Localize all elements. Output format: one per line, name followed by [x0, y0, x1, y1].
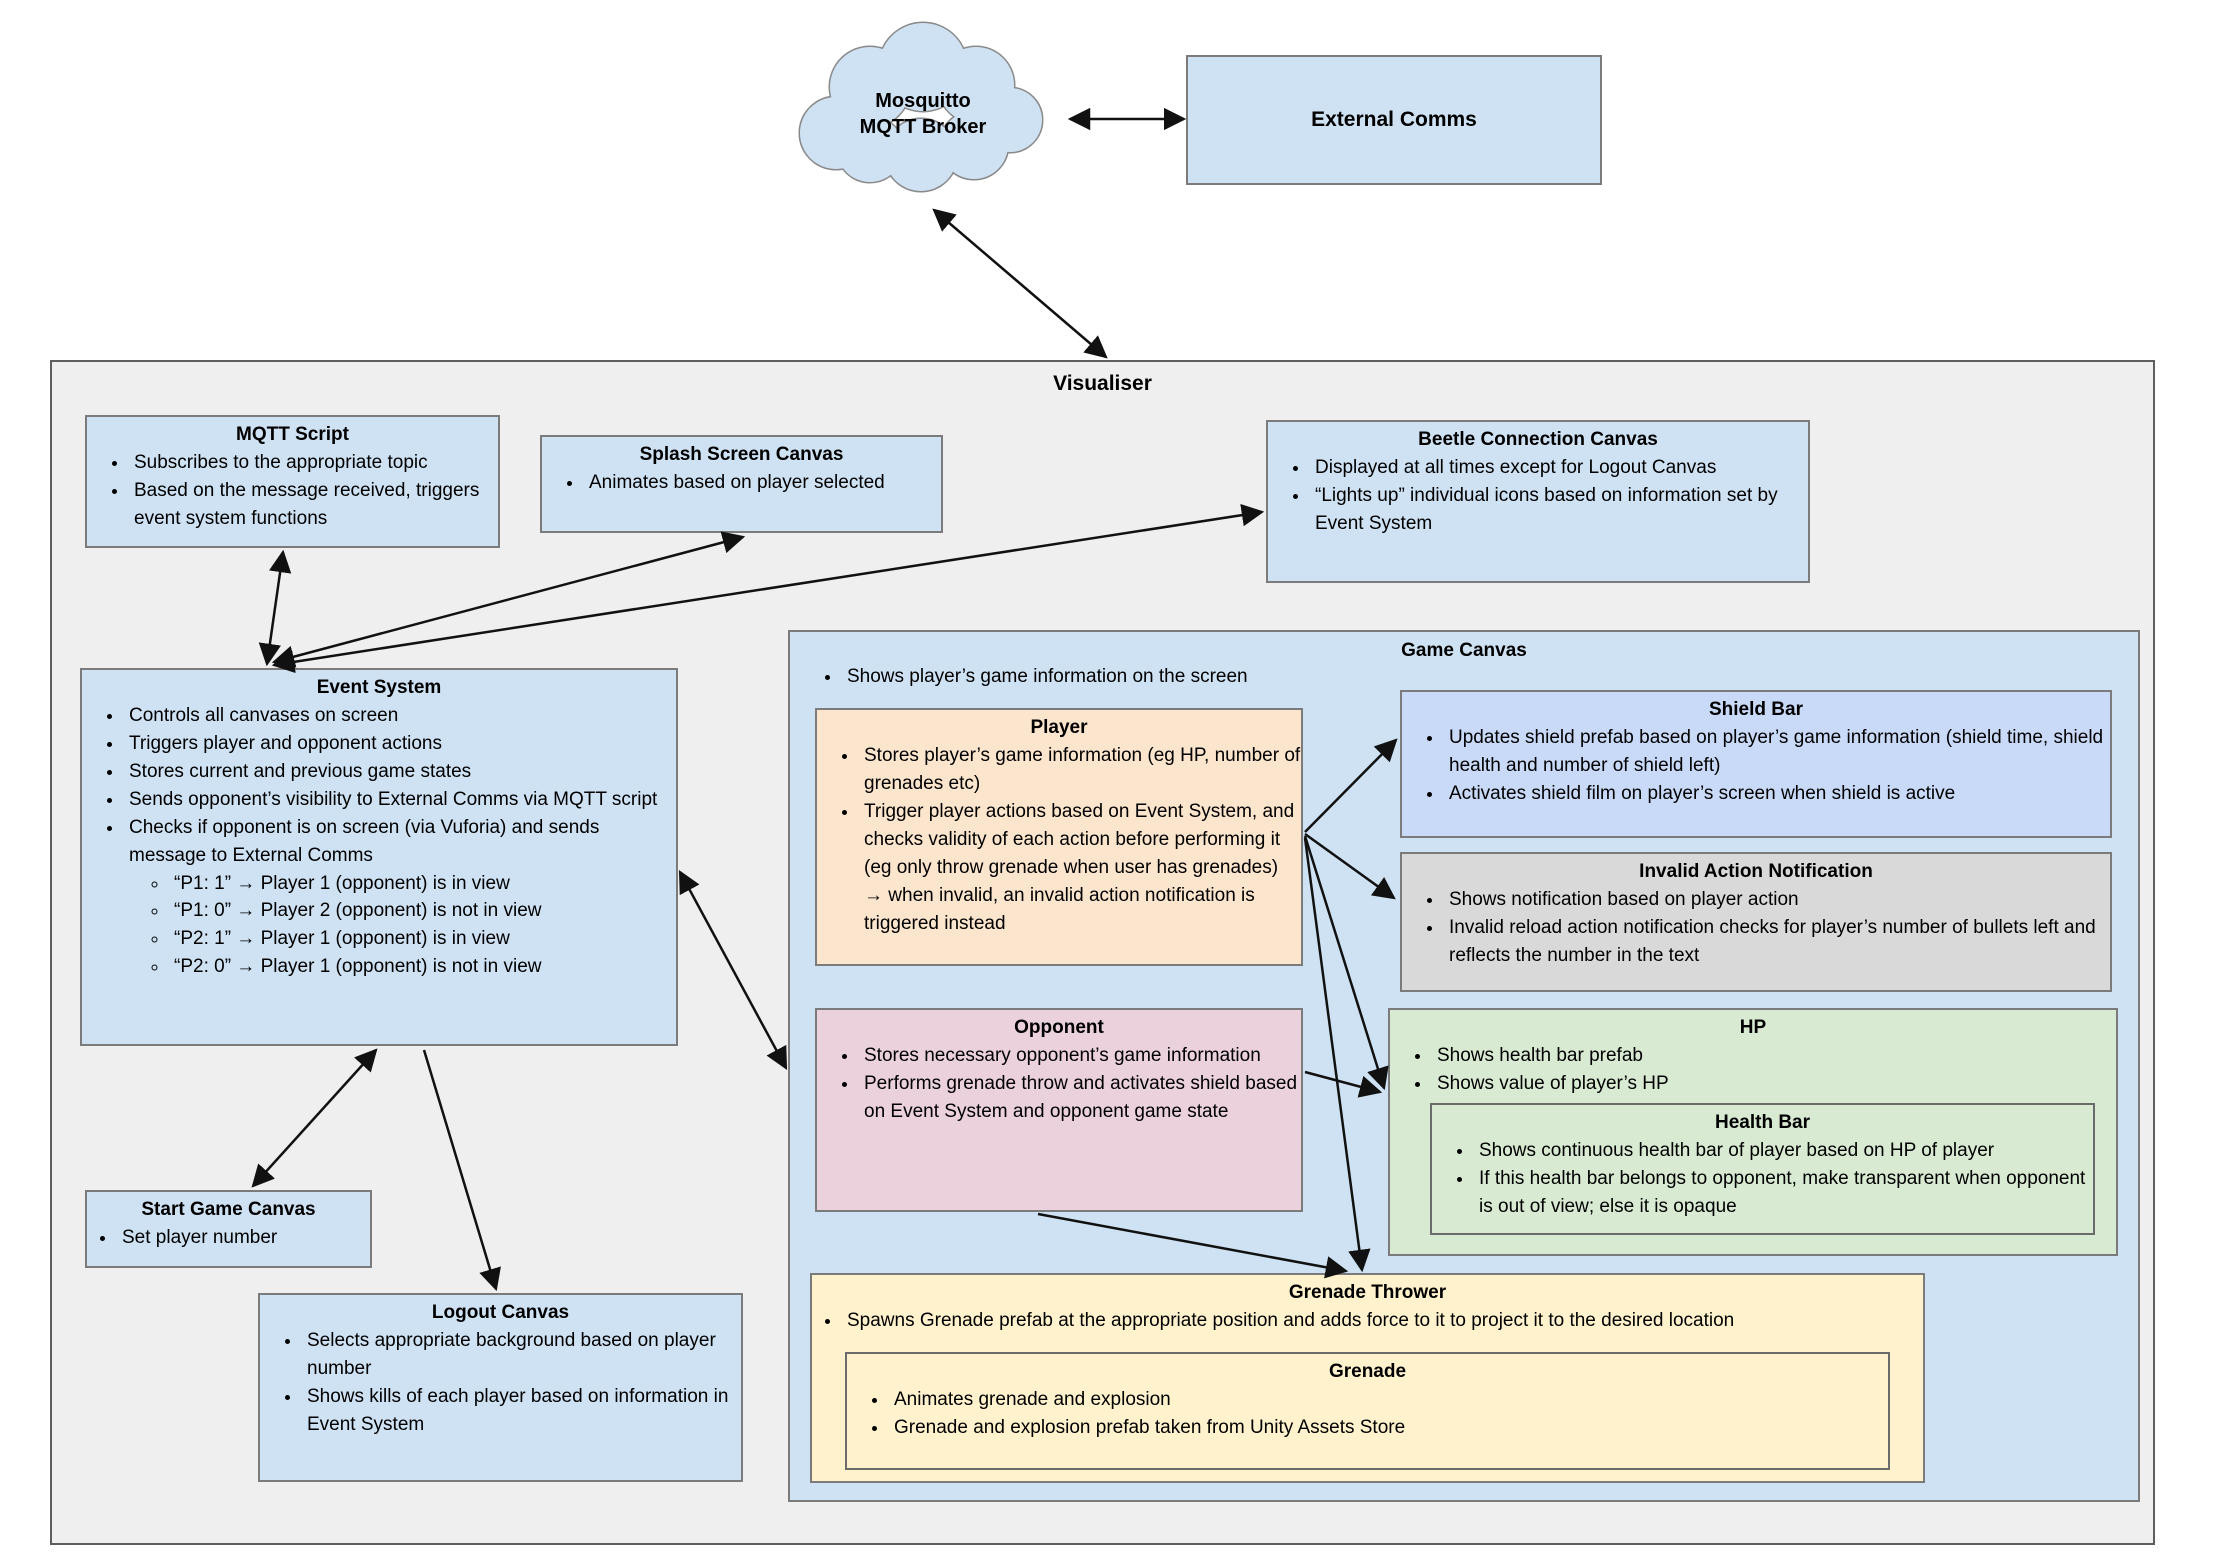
- mqtt-broker-label-line1: Mosquitto: [875, 90, 971, 112]
- logout-canvas-box: Logout Canvas Selects appropriate backgr…: [258, 1293, 743, 1482]
- bullet-item: Checks if opponent is on screen (via Vuf…: [124, 814, 676, 982]
- bullet-item: “Lights up” individual icons based on in…: [1310, 482, 1808, 538]
- grenade-thrower-title: Grenade Thrower: [1288, 1282, 1447, 1303]
- bullet-item: Sends opponent’s visibility to External …: [124, 786, 676, 814]
- splash-screen-canvas-box: Splash Screen Canvas Animates based on p…: [540, 435, 943, 533]
- bullet-item: Shows player’s game information on the s…: [842, 663, 1562, 691]
- external-comms-title: External Comms: [1311, 108, 1477, 131]
- mqtt-script-box: MQTT Script Subscribes to the appropriat…: [85, 415, 500, 548]
- mqtt-script-title: MQTT Script: [236, 424, 349, 445]
- player-bullets: Stores player’s game information (eg HP,…: [817, 742, 1301, 937]
- logout-canvas-bullets: Selects appropriate background based on …: [260, 1327, 741, 1439]
- bullet-item: Controls all canvases on screen: [124, 702, 676, 730]
- bullet-item: Shows health bar prefab: [1432, 1042, 2116, 1070]
- bullet-item: Shows value of player’s HP: [1432, 1070, 2116, 1098]
- mqtt-script-bullets: Subscribes to the appropriate topic Base…: [87, 449, 498, 533]
- shield-bar-title: Shield Bar: [1709, 699, 1803, 720]
- start-game-canvas-bullets: Set player number: [87, 1224, 370, 1252]
- bullet-item: Spawns Grenade prefab at the appropriate…: [842, 1307, 1923, 1335]
- bullet-item: Performs grenade throw and activates shi…: [859, 1070, 1301, 1126]
- bullet-item: Activates shield film on player’s screen…: [1444, 780, 2110, 808]
- event-system-bullets: Controls all canvases on screen Triggers…: [82, 702, 676, 981]
- health-bar-title: Health Bar: [1714, 1112, 1811, 1133]
- logout-canvas-title: Logout Canvas: [431, 1302, 570, 1323]
- mqtt-broker-label: Mosquitto MQTT Broker: [793, 88, 1053, 140]
- bullet-item: Shows notification based on player actio…: [1444, 886, 2110, 914]
- start-game-canvas-box: Start Game Canvas Set player number: [85, 1190, 372, 1268]
- invalid-action-notification-bullets: Shows notification based on player actio…: [1402, 886, 2110, 970]
- bullet-item: Shows continuous health bar of player ba…: [1474, 1137, 2093, 1165]
- start-game-canvas-title: Start Game Canvas: [141, 1199, 316, 1220]
- external-comms-box: External Comms: [1186, 55, 1602, 185]
- hp-bullets: Shows health bar prefab Shows value of p…: [1390, 1042, 2116, 1098]
- opponent-box: Opponent Stores necessary opponent’s gam…: [815, 1008, 1303, 1212]
- arrow-broker-visualiser: [932, 208, 1108, 359]
- bullet-item: Animates based on player selected: [584, 469, 941, 497]
- grenade-title: Grenade: [1328, 1361, 1407, 1382]
- grenade-box: Grenade Animates grenade and explosion G…: [845, 1352, 1890, 1470]
- bullet-item: Selects appropriate background based on …: [302, 1327, 741, 1383]
- bullet-item: Set player number: [117, 1224, 370, 1252]
- shield-bar-bullets: Updates shield prefab based on player’s …: [1402, 724, 2110, 808]
- bullet-item: Updates shield prefab based on player’s …: [1444, 724, 2110, 780]
- splash-screen-canvas-title: Splash Screen Canvas: [639, 444, 844, 465]
- bullet-item: If this health bar belongs to opponent, …: [1474, 1165, 2093, 1221]
- bullet-item: Displayed at all times except for Logout…: [1310, 454, 1808, 482]
- health-bar-box: Health Bar Shows continuous health bar o…: [1430, 1103, 2095, 1235]
- player-title: Player: [1030, 717, 1088, 738]
- bullet-item: Stores current and previous game states: [124, 758, 676, 786]
- sub-bullet-item: “P1: 0” → Player 2 (opponent) is not in …: [169, 897, 676, 925]
- bullet-item: Grenade and explosion prefab taken from …: [889, 1414, 1888, 1442]
- bullet-item: Stores necessary opponent’s game informa…: [859, 1042, 1301, 1070]
- bullet-item: Stores player’s game information (eg HP,…: [859, 742, 1301, 798]
- game-canvas-title: Game Canvas: [1401, 640, 1527, 661]
- bullet-text: Checks if opponent is on screen (via Vuf…: [129, 816, 600, 866]
- mqtt-broker-cloud-icon: [798, 21, 1044, 193]
- opponent-title: Opponent: [1014, 1017, 1104, 1038]
- sub-bullet-item: “P2: 0” → Player 1 (opponent) is not in …: [169, 953, 676, 981]
- grenade-thrower-bullets: Spawns Grenade prefab at the appropriate…: [812, 1307, 1923, 1335]
- event-system-title: Event System: [316, 677, 442, 698]
- sub-bullet-item: “P1: 1” → Player 1 (opponent) is in view: [169, 870, 676, 898]
- health-bar-bullets: Shows continuous health bar of player ba…: [1432, 1137, 2093, 1221]
- beetle-connection-canvas-title: Beetle Connection Canvas: [1418, 429, 1658, 450]
- invalid-action-notification-box: Invalid Action Notification Shows notifi…: [1400, 852, 2112, 992]
- bullet-item: Triggers player and opponent actions: [124, 730, 676, 758]
- event-system-sub-bullets: “P1: 1” → Player 1 (opponent) is in view…: [129, 870, 676, 982]
- bullet-item: Invalid reload action notification check…: [1444, 914, 2110, 970]
- bullet-item: Based on the message received, triggers …: [129, 477, 498, 533]
- splash-screen-canvas-bullets: Animates based on player selected: [542, 469, 941, 497]
- opponent-bullets: Stores necessary opponent’s game informa…: [817, 1042, 1301, 1126]
- sub-bullet-item: “P2: 1” → Player 1 (opponent) is in view: [169, 925, 676, 953]
- beetle-connection-canvas-box: Beetle Connection Canvas Displayed at al…: [1266, 420, 1810, 583]
- event-system-box: Event System Controls all canvases on sc…: [80, 668, 678, 1046]
- game-canvas-bullets: Shows player’s game information on the s…: [800, 663, 1562, 691]
- shield-bar-box: Shield Bar Updates shield prefab based o…: [1400, 690, 2112, 838]
- visualiser-title: Visualiser: [1053, 372, 1152, 395]
- beetle-connection-canvas-bullets: Displayed at all times except for Logout…: [1268, 454, 1808, 538]
- bullet-item: Animates grenade and explosion: [889, 1386, 1888, 1414]
- mqtt-broker-label-line2: MQTT Broker: [859, 116, 987, 138]
- bullet-item: Trigger player actions based on Event Sy…: [859, 798, 1301, 938]
- grenade-bullets: Animates grenade and explosion Grenade a…: [847, 1386, 1888, 1442]
- invalid-action-notification-title: Invalid Action Notification: [1639, 861, 1873, 882]
- bullet-item: Shows kills of each player based on info…: [302, 1383, 741, 1439]
- player-box: Player Stores player’s game information …: [815, 708, 1303, 966]
- bullet-item: Subscribes to the appropriate topic: [129, 449, 498, 477]
- hp-title: HP: [1739, 1017, 1767, 1038]
